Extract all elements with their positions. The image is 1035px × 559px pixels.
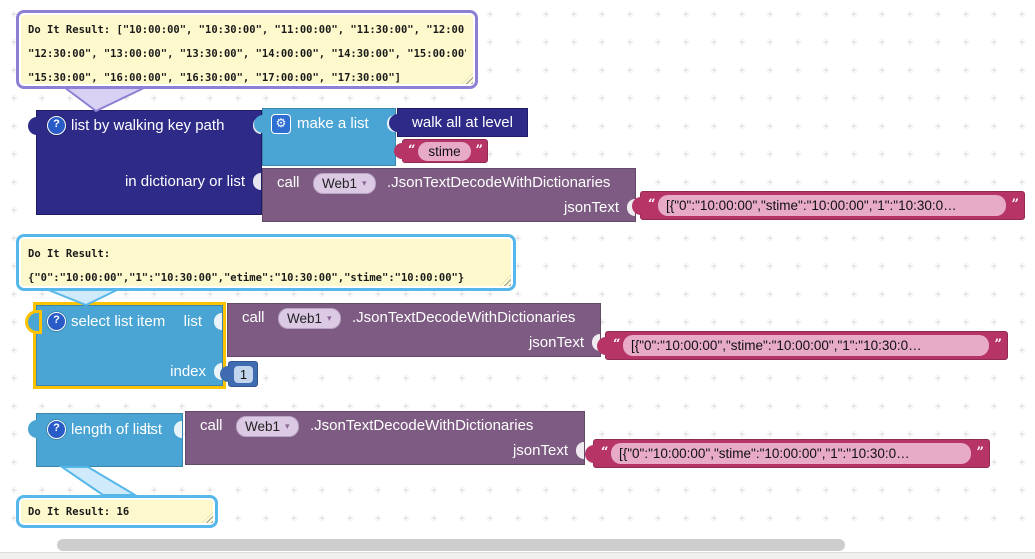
length-of-list-block[interactable]: ? length of list list	[28, 413, 183, 467]
close-quote: ”	[976, 445, 984, 460]
do-it-result-bubble-2[interactable]: Do It Result: {"0":"10:00:00","1":"10:30…	[16, 234, 516, 291]
bubble-text-line: {"0":"10:00:00","1":"10:30:00","etime":"…	[28, 272, 465, 284]
close-quote: ”	[475, 143, 483, 158]
bubble-text-line: Do It Result: ["10:00:00", "10:30:00", "…	[28, 24, 466, 36]
input-label: in dictionary or list	[124, 173, 245, 190]
component-name: Web1	[287, 311, 323, 326]
do-it-result-bubble-3[interactable]: Do It Result: 16	[16, 495, 218, 528]
text-stime-block[interactable]: “ stime ”	[394, 139, 488, 163]
block-title: make a list	[297, 115, 369, 132]
bubble-text-line: Do It Result:	[28, 248, 111, 260]
select-list-item-block[interactable]: ? select list item list index	[28, 305, 223, 386]
dropdown-arrow-icon: ▾	[362, 178, 367, 188]
horizontal-scrollbar[interactable]	[57, 539, 845, 551]
input-socket	[592, 334, 600, 351]
output-plug	[394, 143, 405, 159]
bubble-tail	[61, 86, 147, 113]
output-plug	[632, 197, 643, 215]
open-quote: “	[648, 197, 656, 212]
number-1-block[interactable]: 1	[220, 361, 258, 387]
block-title: walk all at level	[412, 114, 513, 131]
bubble-resize-handle[interactable]	[202, 512, 213, 523]
number-field[interactable]: 1	[234, 366, 253, 383]
output-plug	[389, 114, 400, 132]
dropdown-arrow-icon: ▾	[327, 313, 332, 323]
output-plug	[220, 366, 231, 382]
do-it-result-bubble-1[interactable]: Do It Result: ["10:00:00", "10:30:00", "…	[16, 10, 478, 89]
bubble-resize-handle[interactable]	[500, 275, 511, 286]
open-quote: “	[408, 143, 416, 158]
json-text-value-block-1[interactable]: “ [{"0":"10:00:00","stime":"10:00:00","1…	[632, 191, 1025, 220]
text-field[interactable]: [{"0":"10:00:00","stime":"10:00:00","1":…	[611, 443, 971, 464]
bubble-tail	[58, 466, 139, 496]
list-by-walking-key-path-block[interactable]: ? list by walking key path in dictionary…	[28, 110, 262, 215]
input-label: index	[170, 363, 206, 380]
input-label: list	[143, 421, 162, 438]
walk-all-at-level-block[interactable]: walk all at level	[389, 108, 528, 137]
help-icon[interactable]: ?	[47, 116, 66, 135]
make-a-list-block[interactable]: ⚙ make a list	[254, 108, 396, 166]
param-label: jsonText	[528, 334, 584, 351]
bubble-text-line: "15:30:00", "16:00:00", "16:30:00", "17:…	[28, 72, 401, 84]
close-quote: ”	[994, 337, 1002, 352]
call-jsontextdecode-block-2[interactable]: call Web1 ▾ .JsonTextDecodeWithDictionar…	[227, 303, 601, 357]
output-plug	[585, 445, 596, 463]
method-name: .JsonTextDecodeWithDictionaries	[310, 417, 534, 434]
bubble-text-line: "12:30:00", "13:00:00", "13:30:00", "14:…	[28, 48, 466, 60]
json-text-value-block-3[interactable]: “ [{"0":"10:00:00","stime":"10:00:00","1…	[585, 439, 990, 468]
component-dropdown[interactable]: Web1 ▾	[313, 173, 376, 194]
component-dropdown[interactable]: Web1 ▾	[278, 308, 341, 329]
method-name: .JsonTextDecodeWithDictionaries	[387, 174, 611, 191]
input-socket	[214, 313, 222, 330]
output-plug	[28, 313, 39, 331]
param-label: jsonText	[563, 199, 619, 216]
call-jsontextdecode-block-1[interactable]: call Web1 ▾ .JsonTextDecodeWithDictionar…	[262, 168, 636, 222]
block-title: list by walking key path	[71, 117, 225, 134]
dropdown-arrow-icon: ▾	[285, 421, 290, 431]
output-plug	[28, 420, 39, 438]
bubble-resize-handle[interactable]	[462, 73, 473, 84]
mutator-gear-icon[interactable]: ⚙	[271, 114, 291, 134]
output-plug	[28, 117, 39, 135]
open-quote: “	[613, 337, 621, 352]
block-title: length of list	[71, 421, 152, 438]
json-text-value-block-2[interactable]: “ [{"0":"10:00:00","stime":"10:00:00","1…	[597, 331, 1008, 360]
input-socket	[214, 363, 222, 380]
text-field[interactable]: stime	[418, 142, 471, 161]
input-socket	[576, 442, 584, 459]
input-socket	[627, 199, 635, 216]
text-field[interactable]: [{"0":"10:00:00","stime":"10:00:00","1":…	[658, 195, 1006, 216]
text-field[interactable]: [{"0":"10:00:00","stime":"10:00:00","1":…	[623, 335, 989, 356]
component-dropdown[interactable]: Web1 ▾	[236, 416, 299, 437]
call-jsontextdecode-block-3[interactable]: call Web1 ▾ .JsonTextDecodeWithDictionar…	[185, 411, 585, 465]
close-quote: ”	[1011, 197, 1019, 212]
call-keyword: call	[242, 309, 265, 326]
input-socket	[174, 421, 182, 438]
input-socket	[253, 173, 261, 190]
help-icon[interactable]: ?	[47, 420, 66, 439]
param-label: jsonText	[512, 442, 568, 459]
bubble-text-line: Do It Result: 16	[28, 506, 130, 518]
block-title: select list item	[71, 313, 166, 330]
call-keyword: call	[200, 417, 223, 434]
input-label: list	[183, 313, 202, 330]
component-name: Web1	[245, 419, 281, 434]
open-quote: “	[601, 445, 609, 460]
output-plug	[254, 115, 265, 133]
method-name: .JsonTextDecodeWithDictionaries	[352, 309, 576, 326]
output-plug	[597, 337, 608, 355]
help-icon[interactable]: ?	[47, 312, 66, 331]
workspace-bottom-edge	[0, 552, 1035, 559]
call-keyword: call	[277, 174, 300, 191]
component-name: Web1	[322, 176, 358, 191]
